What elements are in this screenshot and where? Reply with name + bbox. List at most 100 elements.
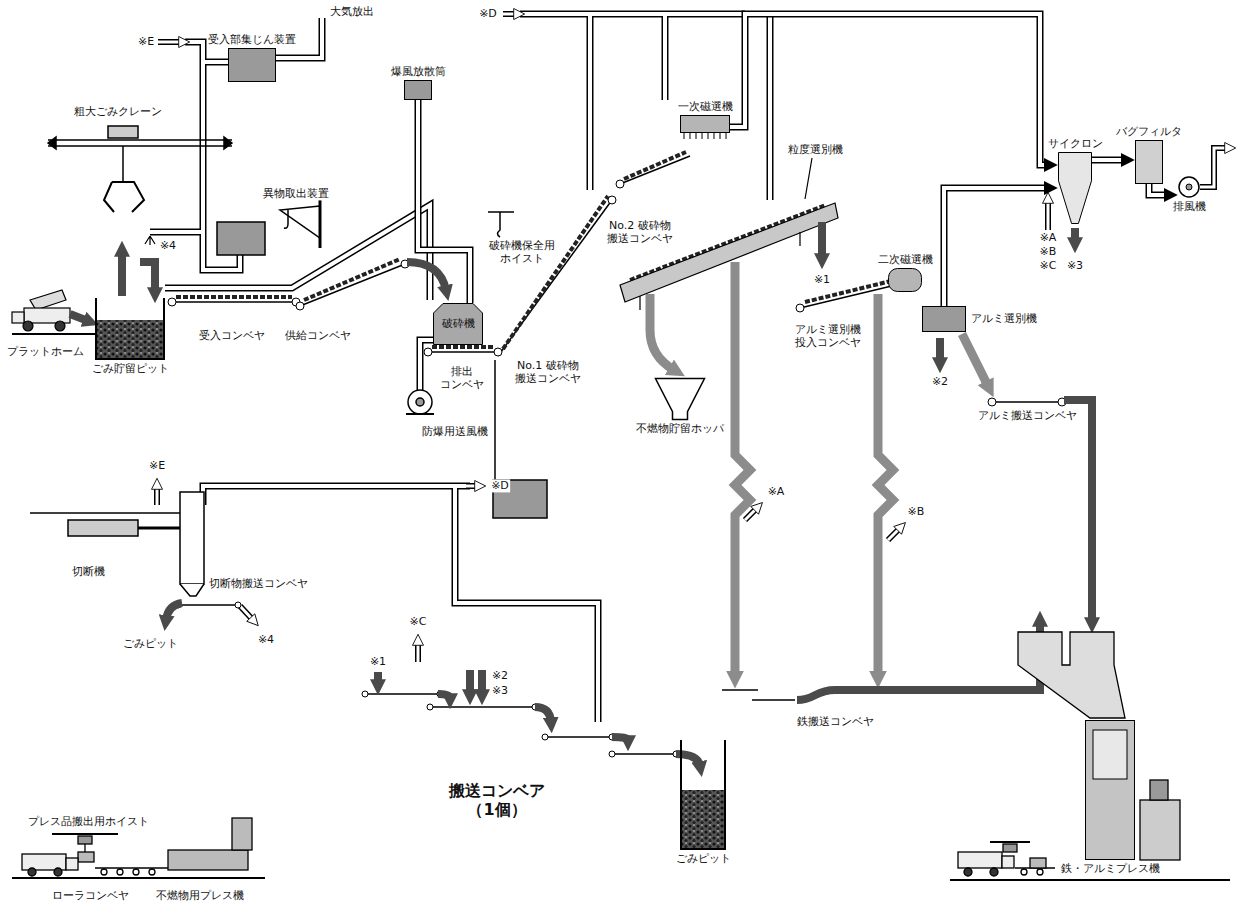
conveyed-material (624, 152, 686, 179)
conveyor-belt (620, 156, 690, 184)
conveyed-material (432, 345, 494, 349)
equipment-shape (922, 306, 966, 332)
dump-truck (12, 290, 95, 334)
equipment-label: サイクロン (1047, 137, 1104, 150)
foreign-object-device (217, 200, 320, 255)
callout-mark: ※E (137, 35, 155, 48)
metal-press-line (964, 868, 972, 876)
equipment-label: バグフィルタ (1115, 125, 1183, 138)
conveyor-belt (428, 351, 498, 353)
material-flow-arrow (535, 707, 551, 722)
callout-mark: ※C (409, 615, 428, 628)
duct-connector (1092, 160, 1125, 161)
equipment-label: 受入部集じん装置 (207, 33, 297, 46)
dump-truck (30, 290, 66, 310)
foreign-object-device (280, 206, 320, 238)
material-flow-arrow (1064, 400, 1092, 622)
material-flow-arrow (70, 222, 1092, 766)
noncombustible-press-line (12, 834, 265, 878)
metal-press-line (1003, 844, 1017, 852)
cutting-machine (68, 520, 138, 536)
equipment-shape (434, 304, 483, 345)
air-flow-arrow (157, 14, 1228, 662)
part-label: ローラコンベヤ (51, 889, 130, 902)
metal-press-line (958, 852, 1002, 868)
dump-truck (12, 312, 24, 323)
crusher-hoist (488, 212, 514, 237)
conveyor-roller (362, 691, 368, 697)
metal-press-line (1037, 869, 1043, 875)
equipment-node: 不燃物貯留ホッパ (655, 378, 705, 420)
conveyor-roller (168, 298, 176, 306)
metal-press-line (1002, 856, 1014, 868)
material-flow-arrow (140, 262, 155, 292)
metal-press-line (950, 632, 1230, 880)
material-chute (650, 294, 674, 370)
conveyor-belt (300, 264, 405, 306)
equipment-node: 排風機 (1178, 176, 1200, 198)
conveyor-belt (172, 301, 296, 303)
equipment-label: ごみ貯留ピット (91, 362, 170, 375)
conveyed-material (176, 152, 895, 349)
duct-connector (418, 100, 470, 303)
air-flow-arrow (157, 14, 1228, 662)
conveyor-roller (494, 348, 502, 356)
equipment-node: サイクロン (1058, 152, 1092, 224)
equipment-node: ごみ貯留ピット (95, 298, 165, 360)
part-label: 切断機 (71, 565, 106, 578)
conveyor-roller (988, 398, 996, 406)
callout-mark: ※4 (159, 239, 177, 252)
equipment-shape (726, 132, 727, 139)
equipment-shape (96, 320, 164, 359)
part-label: 供給コンベヤ (284, 329, 352, 342)
equipment-shape (405, 81, 432, 100)
noncombustible-press-line (84, 844, 85, 852)
equipment-node: 一次磁選機 (680, 115, 730, 139)
equipment-shape (1186, 184, 1192, 190)
duct-connector (730, 14, 1048, 165)
conveyor-belt (992, 401, 1062, 403)
callout-mark: ※B (907, 505, 926, 518)
part-label: No.2 破砕物 搬送コンベヤ (604, 219, 676, 245)
material-flow-arrow (118, 252, 126, 296)
material-chute (962, 334, 988, 386)
conveyor-roller (609, 751, 615, 757)
crane (48, 137, 232, 149)
equipment-node: 受入部集じん装置 (228, 48, 276, 82)
equipment-node: ごみピット (680, 740, 726, 850)
equipment-shape (229, 49, 276, 82)
equipment-shape (656, 379, 705, 420)
conveyor-belt (498, 200, 612, 356)
equipment-node: 二次磁選機 (888, 268, 922, 292)
caption-label: 搬送コンベア （1個） (441, 781, 553, 819)
part-label: 鉄搬送コンベヤ (796, 715, 875, 728)
duct-connector (418, 100, 470, 303)
equipment-shape (923, 307, 966, 332)
equipment-shape (888, 268, 922, 292)
conveyor-belt (800, 284, 900, 308)
equipment-shape (1085, 720, 1135, 860)
equipment-label: 排風機 (1172, 200, 1207, 213)
material-flow-arrow (818, 222, 826, 258)
crane (48, 126, 232, 212)
cutting-machine (30, 492, 204, 596)
metal-press-line (1140, 800, 1180, 860)
cutting-machine (180, 492, 204, 584)
conveyor-belt (430, 706, 535, 708)
equipment-shape (708, 132, 709, 139)
blower (416, 398, 424, 406)
part-label: 切断物搬送コンベヤ (208, 577, 309, 590)
conveyor-roller (796, 304, 804, 312)
cutting-machine (138, 527, 180, 530)
spray-nozzle (145, 236, 155, 245)
metal-press-line (1150, 780, 1168, 800)
equipment-shape (1086, 721, 1135, 860)
equipment-shape (95, 298, 165, 360)
equipment-shape (1135, 140, 1163, 184)
callout-mark: ※C (1039, 259, 1058, 272)
dump-truck (12, 333, 95, 335)
equipment-node: 爆風放散筒 (404, 80, 432, 100)
part-label: 粗大ごみクレーン (73, 105, 163, 118)
duct-connector (944, 188, 1048, 306)
